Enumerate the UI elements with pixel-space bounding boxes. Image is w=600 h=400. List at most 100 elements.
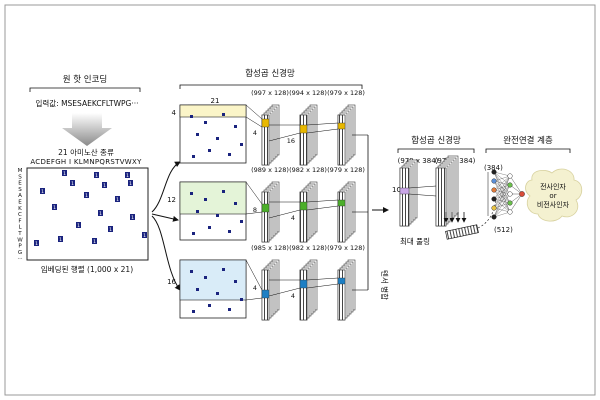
matrix-dot: [190, 192, 193, 195]
feature-map-stack-1: [261, 181, 280, 243]
matrix-dot: [192, 232, 195, 235]
one-hot-cell: [58, 236, 63, 242]
feature-map-dim: (982 x 128): [289, 244, 327, 252]
layer2-kernel: 8: [253, 206, 257, 214]
one-hot-cell: [34, 240, 39, 246]
output-label-3: 비전사인자: [537, 200, 570, 209]
matrix-caption: 임베딩된 행렬 (1,000 x 21): [41, 264, 133, 274]
layer3-kernel: 16: [287, 137, 295, 145]
conv2-stack-1: [399, 159, 418, 227]
one-hot-cell: [92, 238, 97, 244]
matrix-dot: [240, 143, 243, 146]
matrix-dot: [216, 292, 219, 295]
matrix-dot: [190, 270, 193, 273]
fc-bracket: [485, 148, 571, 153]
matrix-dot: [222, 113, 225, 116]
sequence-letter: A: [18, 193, 22, 199]
one-hot-cell-value: 1: [35, 241, 38, 247]
feature-map-stack-1: [261, 104, 280, 166]
one-hot-cell-value: 1: [59, 237, 62, 243]
layer3-kernel: 4: [291, 292, 295, 300]
fc-neuron: [491, 205, 497, 211]
sequence-letter: S: [18, 187, 22, 193]
one-hot-cell: [130, 214, 135, 220]
matrix-dot: [228, 153, 231, 156]
one-hot-cell-value: 1: [77, 223, 80, 229]
one-hot-cell: [62, 170, 67, 176]
feature-map-stack-2: [299, 104, 318, 166]
fc-title: 완전연결 계층: [503, 135, 553, 146]
matrix-dot: [196, 133, 199, 136]
one-hot-cell-value: 1: [63, 171, 66, 177]
one-hot-cell-value: 1: [109, 227, 112, 233]
one-hot-cell: [125, 172, 130, 178]
conv2-title: 합성곱 신경망: [411, 135, 461, 146]
sequence-letters: MSESAEKCFLTWPG···: [17, 168, 23, 262]
layer2-kernel: 4: [253, 284, 257, 292]
sequence-letter: C: [18, 212, 22, 218]
one-hot-cell-value: 1: [85, 193, 88, 199]
fc-neuron: [491, 214, 497, 220]
matrix-dot: [204, 198, 207, 201]
fc-dim-bottom: (512): [494, 226, 513, 234]
one-hot-cell: [98, 210, 103, 216]
one-hot-cell: [128, 180, 133, 186]
matrix-dot: [228, 308, 231, 311]
matrix-dot: [190, 115, 193, 118]
matrix-dot: [208, 149, 211, 152]
sequence-letter: E: [18, 181, 22, 187]
feature-map-dim: (982 x 128): [289, 166, 327, 174]
conv1-bracket: [179, 84, 363, 89]
conv2-kernel: 1C: [392, 186, 401, 194]
one-hot-cell: [115, 196, 120, 202]
input-sequence-label: 입력값: MSESAEKCFLTWPG···: [35, 99, 138, 108]
output-cloud-shape: [525, 168, 583, 222]
one-hot-cell-value: 1: [95, 173, 98, 179]
one-hot-cell-value: 1: [129, 181, 132, 187]
one-hot-title: 원 핫 인코딩: [63, 74, 108, 85]
sequence-letter: K: [18, 206, 22, 212]
aa-letters-label: ACDEFGH I KLMNPQRSTVWXY: [30, 158, 142, 166]
conv1-title: 합성곱 신경망: [245, 68, 295, 79]
branch-arrows: [151, 161, 181, 291]
fc-neuron: [507, 209, 513, 215]
one-hot-section: 원 핫 인코딩 입력값: MSESAEKCFLTWPG··· 21 아미노산 종…: [17, 74, 149, 274]
one-hot-cell-value: 1: [131, 215, 134, 221]
conv2-stack-2: [435, 155, 459, 227]
fc-neuron: [507, 200, 513, 206]
sequence-letter: P: [18, 244, 22, 250]
one-hot-cell-value: 1: [103, 183, 106, 189]
conv2-dim-1: (979 x 384): [398, 157, 439, 165]
branch-kernel-size: 12: [167, 196, 176, 204]
sequence-letter: F: [18, 218, 21, 224]
conv-branch-2: 12(989 x 128)(982 x 128)(979 x 128)84: [167, 166, 368, 243]
one-hot-cell-value: 1: [126, 173, 129, 179]
fc-neuron: [491, 196, 497, 202]
sequence-letter: E: [18, 200, 22, 206]
sequence-letter: M: [18, 168, 23, 174]
fc-neuron: [507, 173, 513, 179]
one-hot-cell: [76, 222, 81, 228]
one-hot-cell-value: 1: [93, 239, 96, 245]
matrix-dot: [222, 268, 225, 271]
matrix-dot: [228, 230, 231, 233]
feature-map-stack-3: [337, 259, 356, 321]
matrix-dot: [208, 226, 211, 229]
one-hot-bracket: [29, 87, 141, 92]
layer2-kernel: 4: [253, 129, 257, 137]
feature-map-stack-1: [261, 259, 280, 321]
matrix-dot: [216, 214, 219, 217]
sequence-letter: S: [18, 174, 22, 180]
matrix-dot: [192, 155, 195, 158]
feature-map-dim: (979 x 128): [327, 244, 365, 252]
feature-map-stack-3: [337, 181, 356, 243]
feature-map-dim: (979 x 128): [327, 89, 365, 97]
matrix-dot: [234, 280, 237, 283]
funnel-arrow-icon: [62, 113, 112, 146]
conv1-width-label: 21: [211, 97, 220, 105]
output-label-1: 전사인자: [540, 182, 566, 191]
one-hot-cell: [94, 172, 99, 178]
matrix-dot: [204, 121, 207, 124]
conv2-section: 합성곱 신경망 (979 x 384) (979 x 384) 1C 최대 풀링: [392, 135, 497, 246]
one-hot-cell: [70, 180, 75, 186]
